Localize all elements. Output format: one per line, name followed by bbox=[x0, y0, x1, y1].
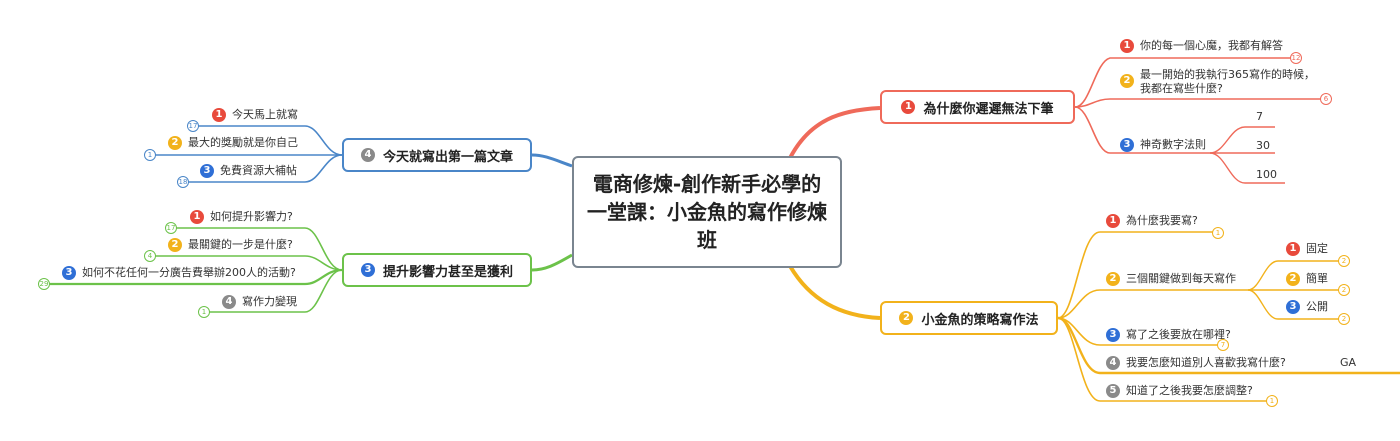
branch-why-cant-write[interactable]: 1 為什麼你遲遲無法下筆 bbox=[880, 90, 1075, 124]
count-badge[interactable]: 1 bbox=[144, 149, 156, 161]
count-badge[interactable]: 1 bbox=[1212, 227, 1224, 239]
branch-label: 提升影響力甚至是獲利 bbox=[382, 264, 513, 280]
number-badge: 3 bbox=[1106, 328, 1120, 342]
number-badge: 2 bbox=[1120, 74, 1134, 88]
topic-how-to-adjust[interactable]: 5 知道了之後我要怎麼調整? bbox=[1106, 384, 1253, 398]
topic-label: 知道了之後我要怎麼調整? bbox=[1126, 384, 1253, 397]
topic-label: 為什麼我要寫? bbox=[1126, 214, 1198, 227]
number-badge: 1 bbox=[212, 108, 226, 122]
count-badge[interactable]: 29 bbox=[38, 278, 50, 290]
connector-central-b4 bbox=[531, 153, 573, 168]
number-badge: 2 bbox=[1106, 272, 1120, 286]
topic-free-resources[interactable]: 3 免費資源大補帖 bbox=[200, 164, 297, 178]
count-badge[interactable]: 4 bbox=[144, 250, 156, 262]
topic-label: 免費資源大補帖 bbox=[220, 164, 297, 177]
branch-label: 為什麼你遲遲無法下筆 bbox=[923, 101, 1054, 117]
topic-where-to-post[interactable]: 3 寫了之後要放在哪裡? bbox=[1106, 328, 1231, 342]
count-badge[interactable]: 17 bbox=[187, 120, 199, 132]
topic-biggest-reward[interactable]: 2 最大的獎勵就是你自己 bbox=[168, 136, 298, 150]
topic-free-event[interactable]: 3 如何不花任何一分廣告費舉辦200人的活動? bbox=[62, 266, 296, 280]
topic-magic-numbers[interactable]: 3 神奇數字法則 bbox=[1120, 138, 1206, 152]
topic-why-write[interactable]: 1 為什麼我要寫? bbox=[1106, 214, 1198, 228]
topic-label: 你的每一個心魔，我都有解答 bbox=[1140, 39, 1283, 52]
count-badge[interactable]: 1 bbox=[1266, 395, 1278, 407]
number-badge: 3 bbox=[360, 263, 375, 277]
magic-number-30[interactable]: 30 bbox=[1256, 139, 1270, 152]
number-badge: 2 bbox=[899, 311, 914, 325]
number-badge: 1 bbox=[901, 100, 916, 114]
topic-label: 簡單 bbox=[1306, 272, 1328, 285]
topic-label: 如何不花任何一分廣告費舉辦200人的活動? bbox=[82, 266, 296, 279]
number-badge: 1 bbox=[190, 210, 204, 224]
number-badge: 5 bbox=[1106, 384, 1120, 398]
number-badge: 3 bbox=[200, 164, 214, 178]
number-badge: 2 bbox=[1286, 272, 1300, 286]
number-badge: 2 bbox=[168, 136, 182, 150]
number-badge: 4 bbox=[360, 148, 375, 162]
topic-label: 神奇數字法則 bbox=[1140, 138, 1206, 151]
topic-label: 三個關鍵做到每天寫作 bbox=[1126, 272, 1236, 285]
topic-label: 最大的獎勵就是你自己 bbox=[188, 136, 298, 149]
central-topic[interactable]: 電商修煉-創作新手必學的一堂課：小金魚的寫作修煉班 bbox=[572, 156, 842, 268]
magic-number-7[interactable]: 7 bbox=[1256, 110, 1263, 123]
magic-number-100[interactable]: 100 bbox=[1256, 168, 1277, 181]
topic-365-writing[interactable]: 2 最一開始的我執行365寫作的時候， 我都在寫些什麼? bbox=[1120, 68, 1315, 96]
number-badge: 1 bbox=[1120, 39, 1134, 53]
count-badge[interactable]: 2 bbox=[1338, 284, 1350, 296]
branch-label: 小金魚的策略寫作法 bbox=[921, 312, 1039, 328]
topic-label: 寫了之後要放在哪裡? bbox=[1126, 328, 1231, 341]
topic-key-step[interactable]: 2 最關鍵的一步是什麼? bbox=[168, 238, 293, 252]
topic-fixed[interactable]: 1 固定 bbox=[1286, 242, 1328, 256]
topic-monetize-writing[interactable]: 4 寫作力變現 bbox=[222, 295, 297, 309]
central-topic-label: 電商修煉-創作新手必學的一堂課：小金魚的寫作修煉班 bbox=[587, 172, 827, 252]
topic-label: 公開 bbox=[1306, 300, 1328, 313]
topic-increase-influence[interactable]: 1 如何提升影響力? bbox=[190, 210, 293, 224]
number-badge: 3 bbox=[1120, 138, 1134, 152]
number-badge: 2 bbox=[168, 238, 182, 252]
topic-label: 最關鍵的一步是什麼? bbox=[188, 238, 293, 251]
topic-ga[interactable]: GA bbox=[1340, 356, 1357, 369]
count-badge[interactable]: 6 bbox=[1320, 93, 1332, 105]
topic-write-now[interactable]: 1 今天馬上就寫 bbox=[212, 108, 298, 122]
count-badge[interactable]: 7 bbox=[1217, 339, 1229, 351]
number-badge: 4 bbox=[1106, 356, 1120, 370]
topic-label: 我要怎麼知道別人喜歡我寫什麼? bbox=[1126, 356, 1286, 369]
branch-influence-profit[interactable]: 3 提升影響力甚至是獲利 bbox=[342, 253, 532, 287]
branch-first-article[interactable]: 4 今天就寫出第一篇文章 bbox=[342, 138, 532, 172]
topic-three-keys[interactable]: 2 三個關鍵做到每天寫作 bbox=[1106, 272, 1236, 286]
connector-central-b3 bbox=[531, 253, 573, 272]
count-badge[interactable]: 2 bbox=[1338, 255, 1350, 267]
topic-label: 如何提升影響力? bbox=[210, 210, 293, 223]
number-badge: 4 bbox=[222, 295, 236, 309]
count-badge[interactable]: 2 bbox=[1338, 313, 1350, 325]
topic-label: 最一開始的我執行365寫作的時候， 我都在寫些什麼? bbox=[1140, 68, 1315, 95]
topic-label: 今天馬上就寫 bbox=[232, 108, 298, 121]
topic-label: 固定 bbox=[1306, 242, 1328, 255]
number-badge: 3 bbox=[62, 266, 76, 280]
topic-inner-demons[interactable]: 1 你的每一個心魔，我都有解答 bbox=[1120, 39, 1283, 53]
connector-central-b2 bbox=[788, 264, 881, 320]
branch-label: 今天就寫出第一篇文章 bbox=[382, 149, 513, 165]
branch-strategy-writing[interactable]: 2 小金魚的策略寫作法 bbox=[880, 301, 1058, 335]
number-badge: 3 bbox=[1286, 300, 1300, 314]
topic-label: 寫作力變現 bbox=[242, 295, 297, 308]
topic-know-what-people-like[interactable]: 4 我要怎麼知道別人喜歡我寫什麼? bbox=[1106, 356, 1286, 370]
number-badge: 1 bbox=[1106, 214, 1120, 228]
number-badge: 1 bbox=[1286, 242, 1300, 256]
count-badge[interactable]: 1 bbox=[198, 306, 210, 318]
topic-simple[interactable]: 2 簡單 bbox=[1286, 272, 1328, 286]
topic-public[interactable]: 3 公開 bbox=[1286, 300, 1328, 314]
connector-central-b1 bbox=[788, 106, 881, 159]
count-badge[interactable]: 18 bbox=[177, 176, 189, 188]
count-badge[interactable]: 17 bbox=[165, 222, 177, 234]
count-badge[interactable]: 12 bbox=[1290, 52, 1302, 64]
